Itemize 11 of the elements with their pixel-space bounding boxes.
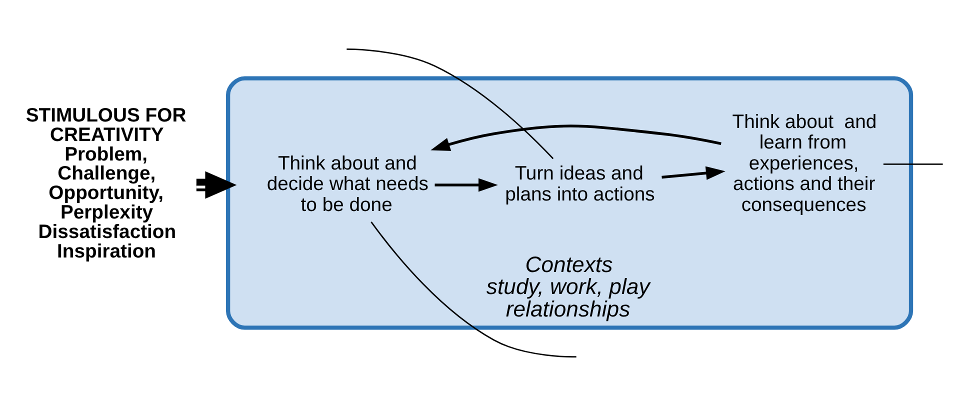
arrow [662,166,726,180]
connector [346,48,554,160]
arrow [434,178,498,192]
connector [883,164,943,165]
node-text: STIMULOUS FOR CREATIVITY Problem, Challenge, Opportunity, Perplexity Dissatisfaction Inspiration [26,104,186,262]
node-text: Turn ideas and plans into actions [505,162,655,206]
arrow [196,171,237,199]
node-text: Think about and learn from experiences, actions and their consequences [732,110,877,216]
arrow [430,124,722,151]
connector [370,222,576,358]
node-text: Think about and decide what needs to be done [266,152,428,216]
